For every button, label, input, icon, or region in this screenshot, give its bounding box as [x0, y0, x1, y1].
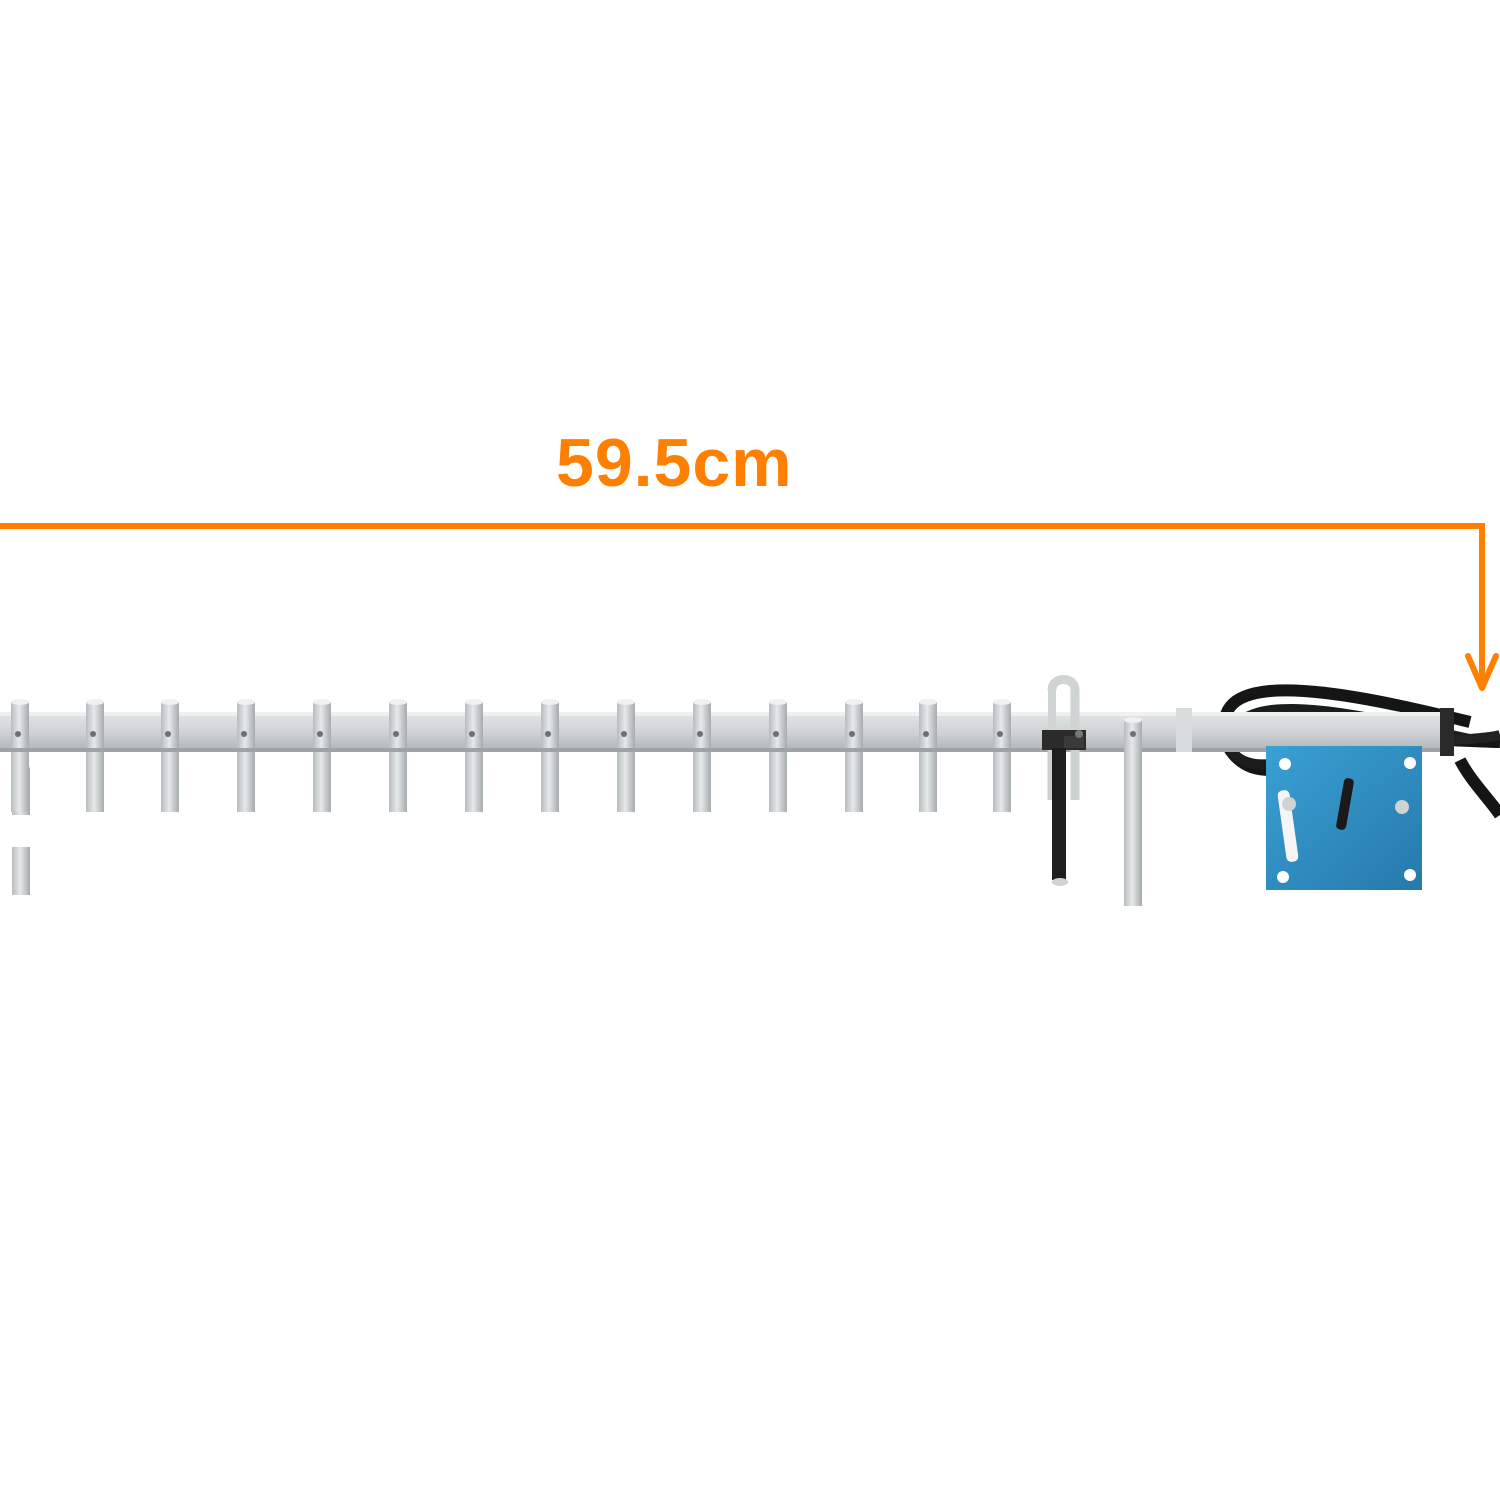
director-rod-upper [237, 702, 255, 748]
director-rods [11, 699, 1011, 812]
arrow-down-icon [1465, 653, 1499, 691]
director-rod-upper [86, 702, 104, 748]
director-rod-lower [86, 752, 104, 812]
director-rod-upper [769, 702, 787, 748]
director-rod-lower [11, 752, 29, 812]
director-element [313, 699, 331, 812]
mounting-plate [1266, 746, 1422, 890]
director-rod-lower [769, 752, 787, 812]
rivet [469, 731, 475, 737]
director-rod-upper [993, 702, 1011, 748]
director-rod-lower [389, 752, 407, 812]
director-element [993, 699, 1011, 812]
director-rod-upper [845, 702, 863, 748]
reflector-element [1124, 717, 1142, 906]
director-element [769, 699, 787, 812]
length-dimension-label: 59.5cm [556, 425, 793, 501]
director-rod-cap [237, 699, 255, 705]
rivet [393, 731, 399, 737]
antenna-boom [0, 708, 1454, 756]
director-rod-lower [237, 752, 255, 812]
rivet [545, 731, 551, 737]
director-rod-lower [161, 752, 179, 812]
director-rod-upper [541, 702, 559, 748]
director-rod-lower [845, 752, 863, 812]
rivet [241, 731, 247, 737]
director-element [11, 699, 29, 812]
director-rod-cap [465, 699, 483, 705]
director-rod-lower [617, 752, 635, 812]
director-element [541, 699, 559, 812]
driven-element [1042, 675, 1086, 886]
director-rod-upper [617, 702, 635, 748]
rivet [15, 731, 21, 737]
director-rod-lower [465, 752, 483, 812]
director-element [389, 699, 407, 812]
director-rod-upper [919, 702, 937, 748]
rivet [923, 731, 929, 737]
director-rod-lower [919, 752, 937, 812]
rivet [165, 731, 171, 737]
rivet [849, 731, 855, 737]
rivet [621, 731, 627, 737]
director-rod-lower [693, 752, 711, 812]
director-rod-upper [161, 702, 179, 748]
director-element [237, 699, 255, 812]
director-rod-cap [11, 699, 29, 705]
dimension-line [0, 523, 1485, 684]
rivet [697, 731, 703, 737]
director-rod-upper [313, 702, 331, 748]
rivet [997, 731, 1003, 737]
director-rod-cap [541, 699, 559, 705]
director-rod-cap [919, 699, 937, 705]
director-rod-cap [769, 699, 787, 705]
boom-joint [1176, 708, 1192, 752]
director-rod-cap [86, 699, 104, 705]
director-element [919, 699, 937, 812]
director-rod-lower [541, 752, 559, 812]
director-rod-cap [693, 699, 711, 705]
director-rod-cap [617, 699, 635, 705]
director-rod-lower [313, 752, 331, 812]
director-rod-cap [389, 699, 407, 705]
rivet [773, 731, 779, 737]
director-rod-lower [993, 752, 1011, 812]
director-rod-cap [993, 699, 1011, 705]
director-rod-cap [161, 699, 179, 705]
director-rod-upper [693, 702, 711, 748]
director-element [161, 699, 179, 812]
rivet [317, 731, 323, 737]
director-rod-upper [389, 702, 407, 748]
director-element [845, 699, 863, 812]
director-element [617, 699, 635, 812]
director-rod-cap [845, 699, 863, 705]
director-element [465, 699, 483, 812]
director-rod-upper [11, 702, 29, 748]
director-element [86, 699, 104, 812]
director-rod-upper [465, 702, 483, 748]
director-rod-cap [313, 699, 331, 705]
director-element [693, 699, 711, 812]
rivet [90, 731, 96, 737]
